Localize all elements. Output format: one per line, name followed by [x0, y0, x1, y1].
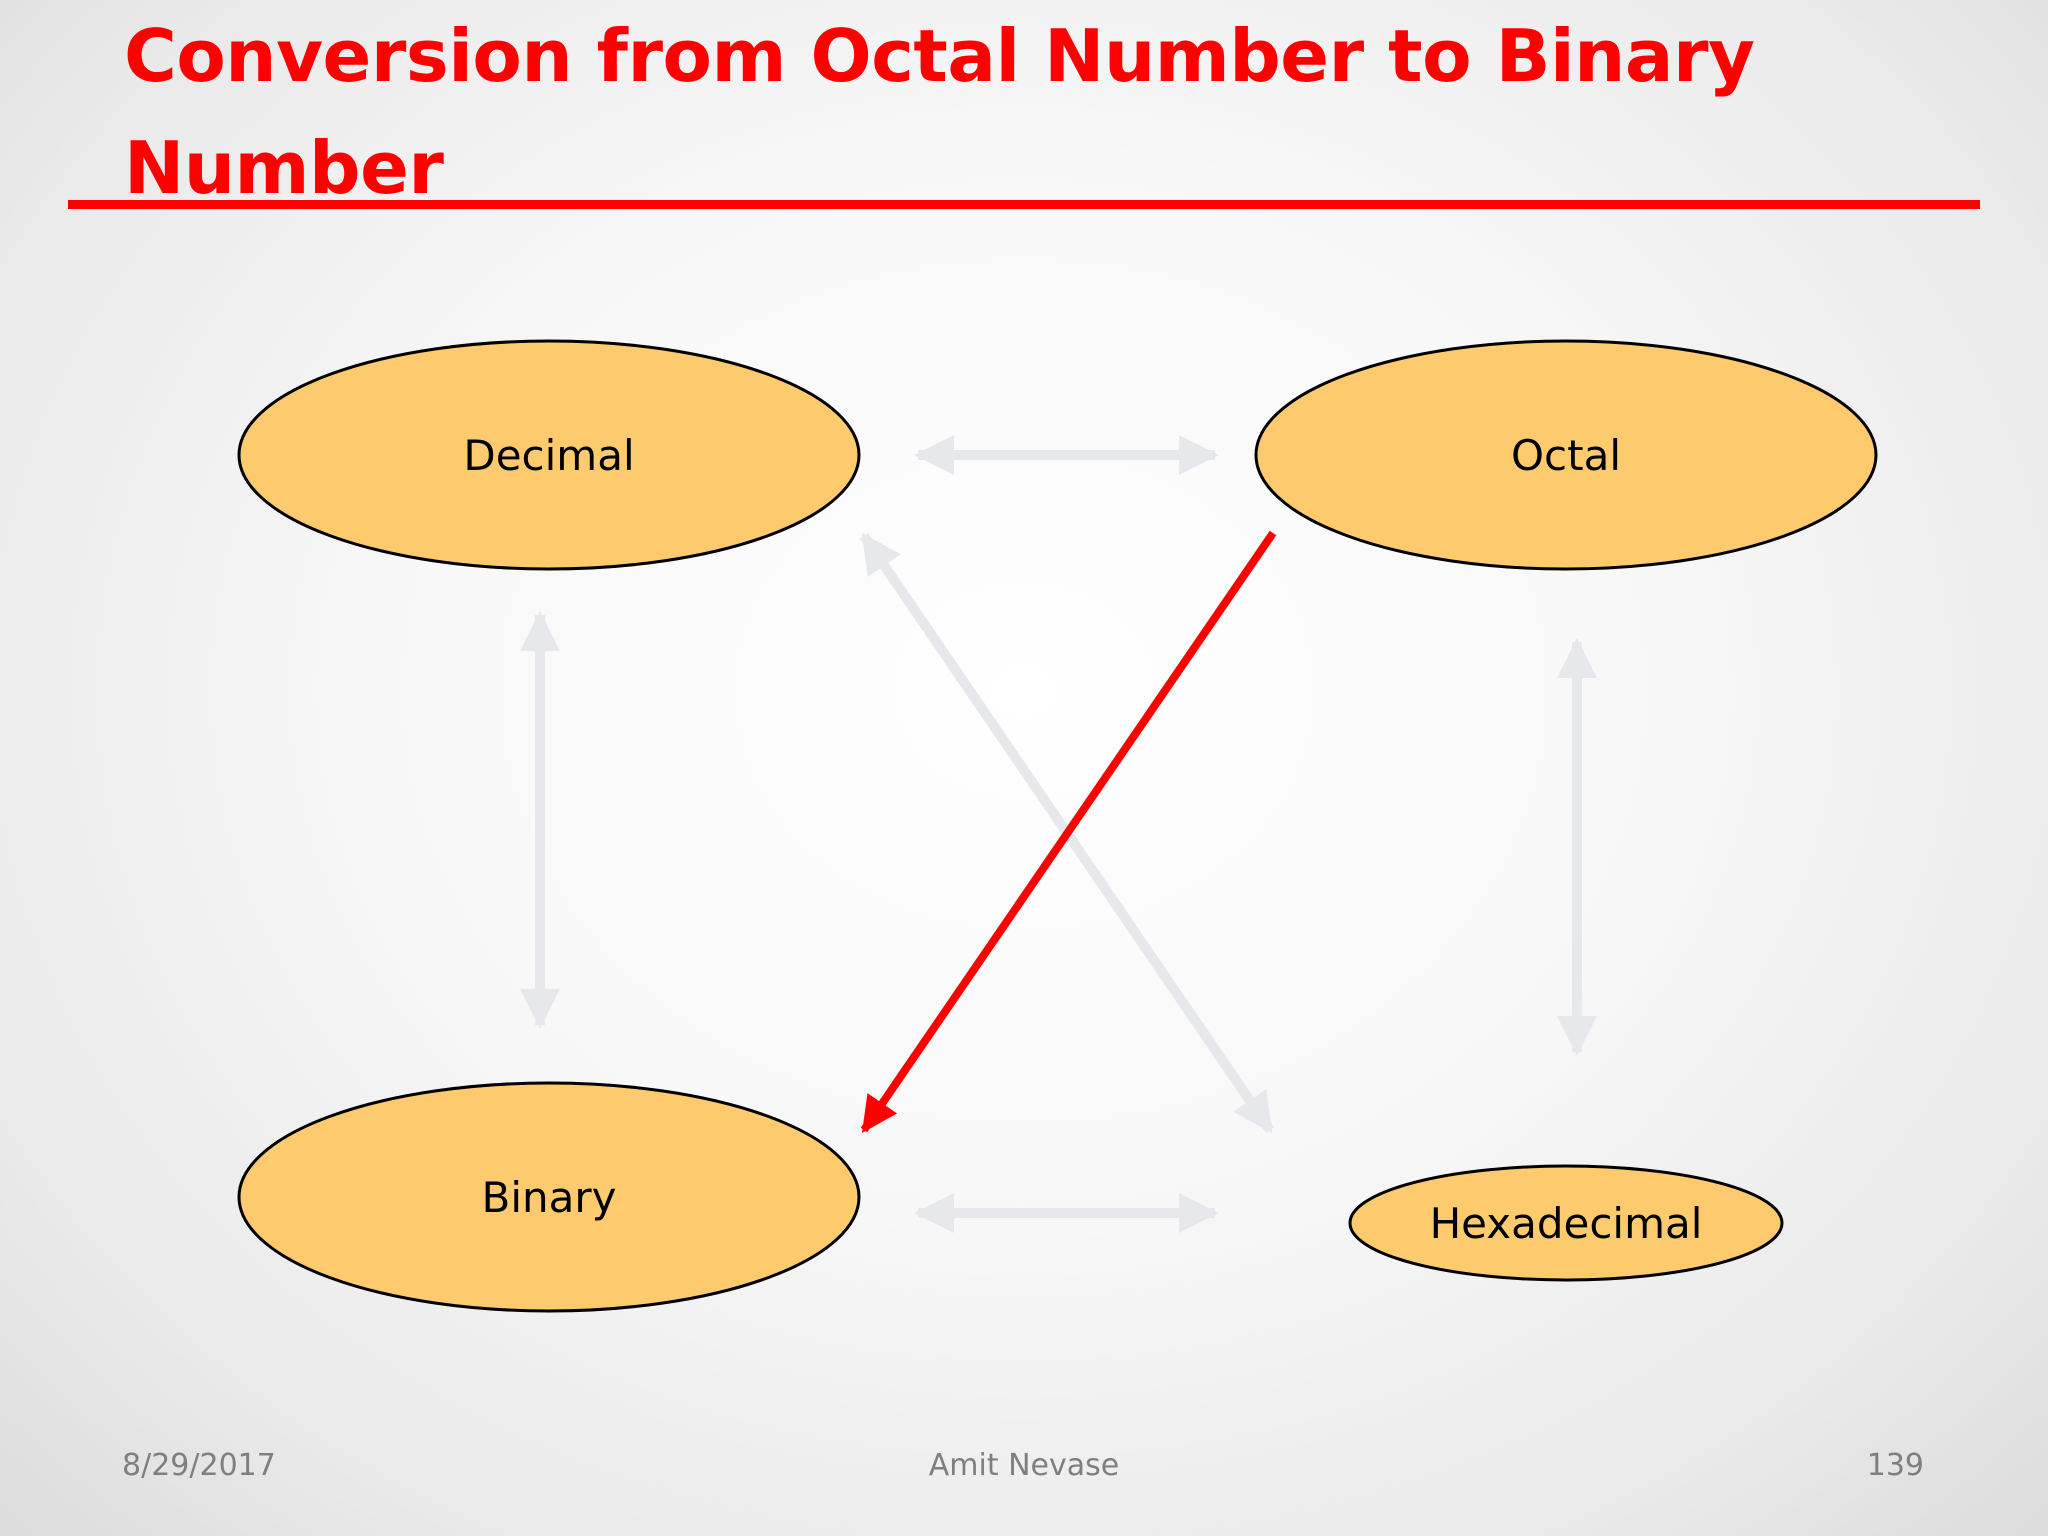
footer-author: Amit Nevase	[928, 1448, 1120, 1483]
node-binary: Binary	[237, 1081, 861, 1313]
title-underline	[68, 200, 1980, 209]
node-binary-label: Binary	[482, 1173, 617, 1222]
node-decimal-label: Decimal	[463, 431, 634, 480]
slide-number: 139	[1866, 1448, 1924, 1483]
node-octal-label: Octal	[1511, 431, 1621, 480]
footer-date: 8/29/2017	[122, 1448, 276, 1483]
node-hexadecimal: Hexadecimal	[1348, 1164, 1784, 1282]
arrow-octal-to-binary	[860, 530, 1277, 1133]
node-decimal: Decimal	[237, 339, 861, 571]
node-octal: Octal	[1254, 339, 1878, 571]
slide-title: Conversion from Octal Number to Binary N…	[124, 14, 1755, 210]
node-hexadecimal-label: Hexadecimal	[1430, 1199, 1703, 1248]
